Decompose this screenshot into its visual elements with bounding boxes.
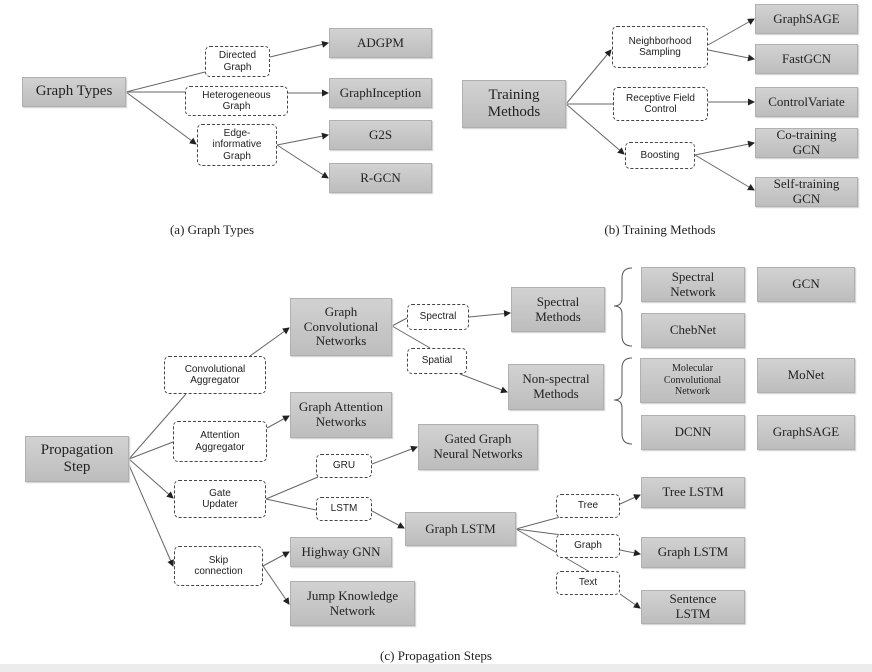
jump-knowledge-network-node: Jump Knowledge Network [290, 581, 415, 626]
graph-convolutional-networks-node: Graph Convolutional Networks [290, 298, 392, 356]
edge [266, 415, 290, 429]
edge [619, 593, 641, 609]
boosting-node: Boosting [625, 142, 695, 169]
tree-edge-label: Tree [556, 494, 620, 518]
graphsage-node: GraphSAGE [757, 415, 855, 450]
spectral-methods-node: Spectral Methods [511, 287, 605, 332]
graph-types-root: Graph Types [22, 77, 126, 107]
edge [707, 18, 755, 46]
graph-attention-networks-node: Graph Attention Networks [290, 392, 392, 438]
adgpm-node: ADGPM [329, 28, 432, 58]
graphsage-training-node: GraphSAGE [755, 4, 858, 34]
edge [515, 528, 591, 573]
neighborhood-sampling-node: Neighborhood Sampling [612, 26, 708, 68]
brace [613, 267, 633, 347]
dcnn-node: DCNN [641, 415, 745, 450]
g2s-node: G2S [329, 120, 432, 150]
edge [459, 373, 508, 394]
text-edge-label: Text [556, 571, 620, 595]
training-methods-root: Training Methods [462, 80, 566, 128]
directed-graph-node: Directed Graph [205, 46, 270, 77]
edge [128, 441, 174, 460]
graphinception-node: GraphInception [329, 78, 432, 108]
sentence-lstm-node: Sentence LSTM [641, 590, 745, 624]
edge [391, 317, 408, 327]
spectral-edge-label: Spectral [407, 304, 469, 330]
edge [694, 140, 755, 156]
chebnet-node: ChebNet [641, 313, 745, 348]
gate-updater-node: Gate Updater [174, 480, 266, 518]
rgcn-node: R-GCN [329, 163, 432, 193]
edge [276, 132, 329, 146]
fastgcn-node: FastGCN [755, 44, 858, 74]
edge [619, 494, 641, 505]
edge [707, 49, 755, 62]
graph-lstm-node: Graph LSTM [641, 537, 745, 568]
gru-edge-label: GRU [316, 454, 372, 478]
edge [125, 91, 197, 145]
skip-connection-node: Skip connection [174, 546, 263, 586]
cotraining-gcn-node: Co-training GCN [755, 127, 858, 158]
gcn-node: GCN [757, 267, 855, 302]
edge [269, 41, 329, 58]
edge [128, 464, 174, 567]
attention-aggregator-node: Attention Aggregator [173, 421, 267, 462]
edge [565, 49, 612, 105]
edge [262, 565, 290, 605]
caption-graph-types: (a) Graph Types [169, 222, 255, 237]
propagation-step-root: Propagation Step [25, 436, 129, 482]
edge [468, 310, 511, 318]
edge [694, 154, 755, 191]
edge [262, 551, 290, 567]
monet-node: MoNet [757, 358, 855, 393]
spatial-edge-label: Spatial [407, 348, 467, 374]
convolutional-aggregator-node: Convolutional Aggregator [164, 356, 266, 394]
edge [565, 103, 625, 155]
edge [265, 498, 317, 511]
controlvariate-node: ControlVariate [755, 87, 858, 117]
edge [276, 144, 329, 179]
bottom-strip [0, 664, 872, 672]
edge [265, 476, 319, 500]
edge [619, 549, 641, 557]
graph-edge-label: Graph [556, 534, 620, 558]
edge [371, 510, 405, 529]
graph-lstm-middle-node: Graph LSTM [405, 512, 516, 546]
edge [391, 325, 431, 349]
non-spectral-methods-node: Non-spectral Methods [508, 364, 604, 410]
edge [125, 71, 206, 93]
caption-training-methods: (b) Training Methods [604, 222, 716, 237]
brace [613, 357, 633, 445]
tree-lstm-node: Tree LSTM [641, 477, 745, 508]
molecular-convolutional-network-node: Molecular Convolutional Network [640, 358, 745, 403]
highway-gnn-node: Highway GNN [290, 537, 392, 567]
edge [128, 393, 187, 460]
receptive-field-control-node: Receptive Field Control [613, 87, 708, 121]
caption-propagation-steps: (c) Propagation Steps [380, 648, 492, 663]
edge [515, 528, 563, 536]
edge [371, 445, 418, 465]
heterogeneous-graph-node: Heterogeneous Graph [185, 86, 288, 116]
spectral-network-node: Spectral Network [641, 267, 745, 302]
selftraining-gcn-node: Self-training GCN [755, 176, 858, 207]
edge [249, 327, 290, 357]
lstm-edge-label: LSTM [316, 497, 372, 521]
gated-graph-nn-node: Gated Graph Neural Networks [418, 424, 538, 470]
edge-informative-graph-node: Edge- informative Graph [197, 124, 277, 166]
edge [515, 516, 561, 530]
edge [128, 458, 174, 499]
